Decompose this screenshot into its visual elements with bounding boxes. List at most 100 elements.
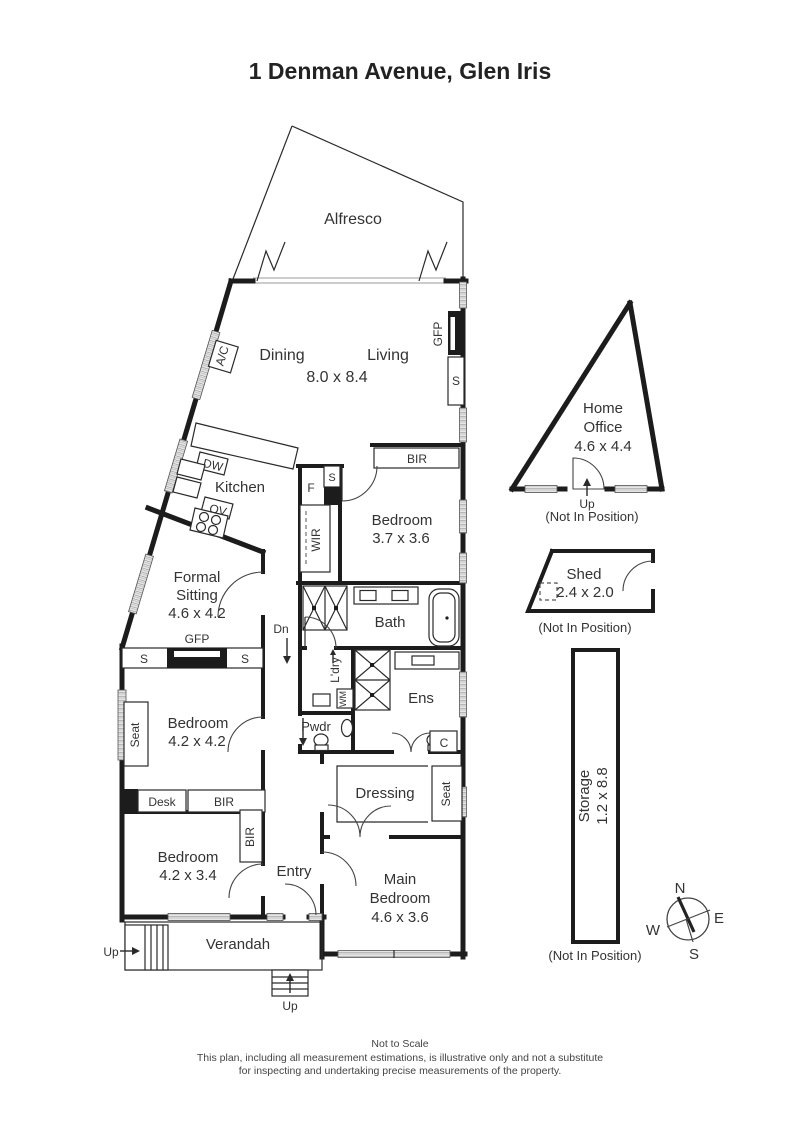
room-dims-living: 8.0 x 8.4: [306, 369, 367, 386]
gas-fireplace: [448, 311, 464, 355]
bir-robe: [373, 447, 460, 469]
room-label-office-1: Home: [583, 400, 623, 417]
cupboard: [429, 730, 458, 753]
compass-w: W: [646, 922, 661, 939]
shelf3-label: S: [241, 652, 249, 666]
office-door: [572, 457, 605, 490]
break-symbol-left: [256, 241, 286, 282]
compass-icon: N E W S: [646, 880, 724, 963]
ac-unit: A/C: [207, 339, 239, 374]
dressing-robes: [327, 765, 428, 838]
room-label-shed: Shed: [566, 566, 601, 583]
compass-s: S: [689, 946, 699, 963]
room-dims-office: 4.6 x 4.4: [574, 438, 632, 455]
room-label-dressing: Dressing: [355, 785, 414, 802]
powder-room-fixtures: Pwdr: [299, 718, 354, 752]
room-label-bath: Bath: [375, 614, 406, 631]
room-dims-main: 4.6 x 3.6: [371, 909, 429, 926]
room-dims-formal: 4.6 x 4.2: [168, 605, 226, 622]
room-label-main-2: Bedroom: [370, 890, 431, 907]
ensuite-fixtures: C: [354, 649, 460, 753]
room-labels: Alfresco Dining Living 8.0 x 8.4 Kitchen…: [158, 211, 434, 953]
basin: [340, 718, 354, 738]
window-seats: Seat Seat: [123, 701, 463, 822]
cupboard-label: C: [440, 736, 449, 750]
room-dims-bedroom2: 3.7 x 3.6: [372, 530, 430, 547]
steps-left: [124, 924, 169, 971]
storage-note: (Not In Position): [548, 948, 641, 963]
shelf-label: S: [452, 374, 460, 388]
laundry-fixtures: L'dry WM: [312, 649, 354, 709]
pantry-fridge-wir: F S WIR: [299, 465, 341, 573]
room-label-ens: Ens: [408, 690, 434, 707]
room-dims-bedroom3: 4.2 x 4.2: [168, 733, 226, 750]
bir-label: BIR: [407, 452, 427, 466]
up-bottom-label: Up: [282, 999, 298, 1013]
stairs-down: Dn: [273, 622, 291, 664]
room-label-storage: Storage: [576, 770, 593, 823]
room-dims-bedroom4: 4.2 x 3.4: [159, 867, 217, 884]
room-label-kitchen: Kitchen: [215, 479, 265, 496]
interior-walls: [120, 443, 465, 919]
room-label-formal-1: Formal: [174, 569, 221, 586]
compass-e: E: [714, 910, 724, 927]
shed-note: (Not In Position): [538, 620, 631, 635]
shelf: [447, 356, 465, 406]
room-label-main-1: Main: [384, 871, 417, 888]
desk-label: Desk: [148, 795, 176, 809]
page-title: 1 Denman Avenue, Glen Iris: [249, 58, 552, 84]
seat-left-label: Seat: [128, 722, 142, 747]
footer-disclaimer: Not to Scale This plan, including all me…: [197, 1038, 603, 1077]
room-dims-shed: 2.4 x 2.0: [556, 584, 614, 601]
dw-label: DW: [202, 456, 225, 475]
bir2-label: BIR: [214, 795, 234, 809]
door-arcs: [217, 571, 357, 916]
ldry-label: L'dry: [328, 657, 342, 683]
right-arrow-icon: [132, 947, 140, 955]
windows: [117, 281, 467, 958]
seat-left: [123, 701, 149, 767]
seat-right: [431, 765, 463, 822]
pantry-label: S: [328, 472, 335, 484]
washing-machine: [336, 688, 354, 709]
room-label-bedroom3: Bedroom: [168, 715, 229, 732]
room-label-dining: Dining: [259, 347, 304, 364]
sitting-gfp-band: GFP S S: [121, 632, 264, 669]
footer-line2: This plan, including all measurement est…: [197, 1052, 603, 1064]
up-left-label: Up: [103, 945, 119, 959]
wir-closet: [299, 504, 331, 573]
room-label-office-2: Office: [584, 419, 623, 436]
verandah: Up Up: [103, 921, 323, 1013]
room-label-alfresco: Alfresco: [324, 211, 382, 228]
fridge-label: F: [307, 481, 314, 495]
desk: [137, 789, 187, 813]
gfp2-label: GFP: [185, 632, 210, 646]
kitchen-fixtures: DW OV: [172, 422, 299, 539]
bir-robe-3: [239, 809, 263, 863]
up-arrow-icon-office: [583, 478, 591, 486]
ac-label: A/C: [213, 344, 232, 368]
robes-row: Desk BIR BIR: [122, 789, 266, 863]
room-label-entry: Entry: [276, 863, 312, 880]
dn-label: Dn: [273, 622, 288, 636]
bir-robe-2: [187, 789, 266, 813]
footer-line3: for inspecting and undertaking precise m…: [239, 1065, 562, 1077]
room-label-bedroom4: Bedroom: [158, 849, 219, 866]
room-label-bedroom2: Bedroom: [372, 512, 433, 529]
room-label-formal-2: Sitting: [176, 587, 218, 604]
footer-line1: Not to Scale: [371, 1038, 428, 1050]
office-note: (Not In Position): [545, 509, 638, 524]
gfp-label: GFP: [431, 322, 445, 347]
toilet: [313, 733, 329, 747]
alfresco-outline: [232, 125, 464, 284]
up-arrow-icon: [286, 973, 294, 981]
wir-label: WIR: [309, 528, 323, 552]
bath-fixtures: [302, 585, 460, 649]
seat-right-label: Seat: [439, 781, 453, 806]
living-gfp-shelf: GFP S: [431, 311, 465, 406]
home-office: Home Office 4.6 x 4.4 Up (Not In Positio…: [508, 299, 665, 524]
wm-label: WM: [338, 691, 348, 707]
down-arrow-icon: [283, 656, 291, 664]
bir3-label: BIR: [243, 827, 257, 847]
